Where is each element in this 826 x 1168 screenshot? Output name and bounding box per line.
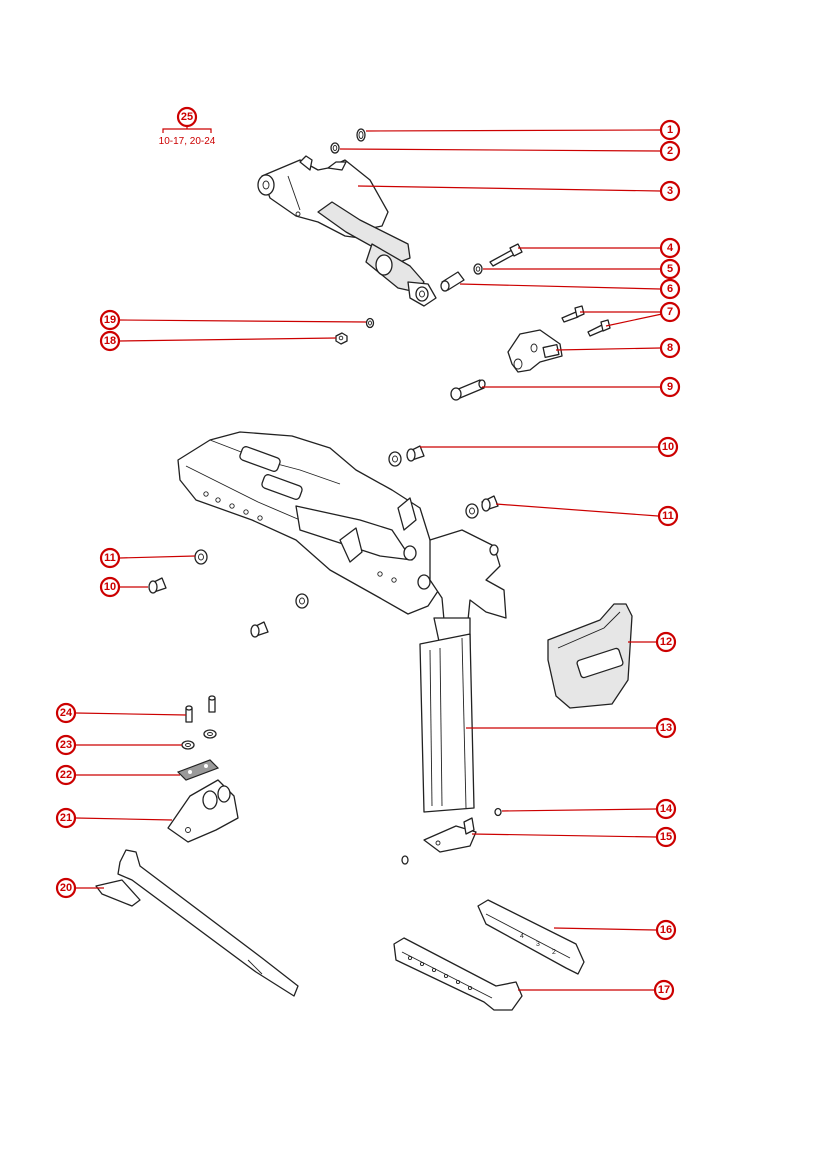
callout-7: 7 (659, 301, 681, 323)
svg-text:21: 21 (60, 812, 72, 824)
callout-9: 9 (659, 376, 681, 398)
svg-text:15: 15 (660, 831, 672, 843)
callout-5: 5 (659, 258, 681, 280)
footplate-mark-2: 2 (552, 949, 556, 956)
svg-text:18: 18 (104, 335, 116, 347)
callout-14: 14 (655, 798, 677, 820)
svg-text:10: 10 (662, 441, 674, 453)
callout-16: 16 (655, 919, 677, 941)
callout-6: 6 (659, 278, 681, 300)
callout-11-right: 11 (657, 505, 679, 527)
callout-8: 8 (659, 337, 681, 359)
part-washer-11-right (465, 503, 479, 519)
part-screw-10-left (148, 577, 167, 594)
part-strap-bracket (167, 779, 239, 843)
callout-18: 18 (99, 330, 121, 352)
callout-21: 21 (55, 807, 77, 829)
callout-12: 12 (655, 631, 677, 653)
part-screw-11-right (481, 495, 499, 512)
svg-text:11: 11 (662, 510, 674, 522)
part-screw-10-right (406, 445, 425, 462)
part-screw-pair (185, 695, 216, 723)
part-mount-bracket (507, 329, 563, 373)
svg-text:12: 12 (660, 636, 672, 648)
part-washer-lower (295, 593, 309, 609)
leader-lines (75, 129, 663, 991)
part-cover (547, 603, 633, 709)
part-snap-ring (356, 128, 366, 142)
part-bolt-long (489, 243, 523, 267)
callout-17: 17 (653, 979, 675, 1001)
part-pivot-pin (450, 379, 486, 401)
callout-24: 24 (55, 702, 77, 724)
svg-text:9: 9 (667, 381, 673, 393)
part-main-frame (177, 431, 507, 621)
svg-text:4: 4 (667, 242, 674, 254)
part-clamp-plate (176, 759, 220, 781)
callout-3: 3 (659, 180, 681, 202)
part-footplate-upper: 4 3 2 (477, 899, 585, 975)
footplate-mark-4: 4 (520, 933, 524, 940)
callout-13: 13 (655, 717, 677, 739)
svg-text:16: 16 (660, 924, 672, 936)
part-set-screw (494, 807, 502, 817)
part-washer-small (330, 142, 340, 154)
footplate-mark-3: 3 (536, 941, 540, 948)
callout-22: 22 (55, 764, 77, 786)
part-washer-pair (181, 729, 217, 750)
callout-10-right: 10 (657, 436, 679, 458)
group-callout-number: 25 (181, 111, 193, 123)
group-callout-range: 10-17, 20-24 (159, 136, 216, 147)
part-washer-11-left (194, 549, 208, 565)
callouts: 1 2 3 4 5 6 7 8 9 10 11 12 13 14 15 16 1… (55, 119, 681, 1001)
group-callout-25: 25 10-17, 20-24 (159, 106, 216, 147)
svg-text:20: 20 (60, 882, 72, 894)
part-footplate-lower (393, 937, 523, 1011)
svg-text:6: 6 (667, 283, 673, 295)
svg-text:5: 5 (667, 263, 673, 275)
part-washer-10-right (388, 451, 402, 467)
part-sleeve (440, 271, 465, 292)
callout-15: 15 (655, 826, 677, 848)
part-linear-actuator (257, 155, 437, 307)
svg-text:17: 17 (658, 984, 670, 996)
svg-text:13: 13 (660, 722, 672, 734)
callout-11-left: 11 (99, 547, 121, 569)
svg-text:22: 22 (60, 769, 72, 781)
part-bolt-pair (561, 305, 611, 337)
callout-20: 20 (55, 877, 77, 899)
part-calf-strap (95, 849, 299, 997)
svg-text:10: 10 (104, 581, 116, 593)
part-washer-19 (365, 317, 375, 329)
svg-text:19: 19 (104, 314, 116, 326)
callout-1: 1 (659, 119, 681, 141)
callout-10-left: 10 (99, 576, 121, 598)
part-grub-screw (401, 855, 409, 865)
svg-text:24: 24 (60, 707, 73, 719)
svg-text:1: 1 (667, 124, 673, 136)
callout-4: 4 (659, 237, 681, 259)
callout-19: 19 (99, 309, 121, 331)
part-washer (473, 263, 483, 275)
svg-text:14: 14 (660, 803, 673, 815)
svg-text:7: 7 (667, 306, 673, 318)
svg-text:8: 8 (667, 342, 673, 354)
callout-23: 23 (55, 734, 77, 756)
svg-text:11: 11 (104, 552, 116, 564)
part-base-plate (423, 817, 477, 853)
part-nut (335, 332, 348, 345)
svg-text:3: 3 (667, 185, 673, 197)
svg-text:2: 2 (667, 145, 673, 157)
part-telescopic-post (419, 617, 475, 813)
part-screw-lower (250, 621, 269, 638)
callout-2: 2 (659, 140, 681, 162)
svg-text:23: 23 (60, 739, 72, 751)
